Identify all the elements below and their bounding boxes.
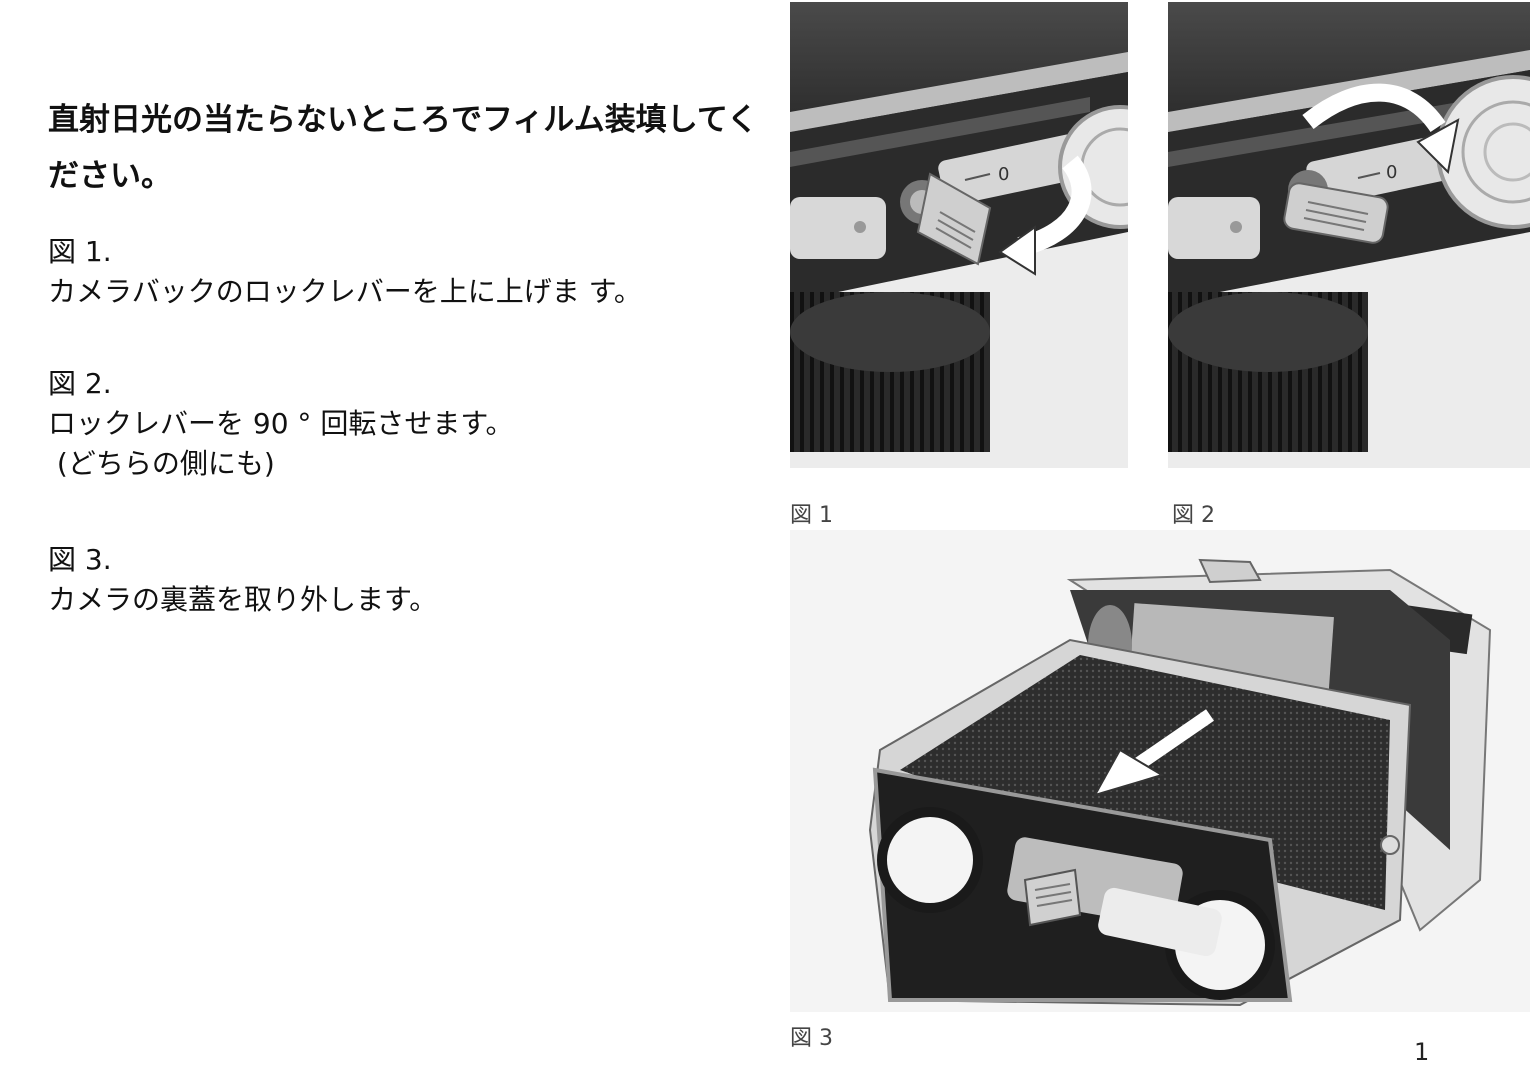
figure-2-image: 0: [1168, 2, 1530, 468]
page-heading: 直射日光の当たらないところでフィルム装填してください。: [48, 102, 758, 194]
step-3-label: 図 3.: [48, 543, 112, 576]
step-3: 図 3. カメラの裏蓋を取り外します。: [48, 540, 768, 620]
step-3-text: カメラの裏蓋を取り外します。: [48, 583, 438, 616]
figure-1-scale-mark: 0: [998, 164, 1009, 185]
figure-3-image: [790, 530, 1530, 1012]
step-2-label: 図 2.: [48, 367, 112, 400]
step-2: 図 2. ロックレバーを 90 ° 回転させます。 (どちらの側にも): [48, 364, 768, 484]
page-number: 1: [1414, 1038, 1430, 1066]
step-1-text: カメラバックのロックレバーを上に上げま す。: [48, 275, 642, 308]
step-1: 図 1. カメラバックのロックレバーを上に上げま す。: [48, 232, 768, 312]
step-2-text: ロックレバーを 90 ° 回転させます。: [48, 407, 514, 440]
figure-2-caption: 図 2: [1172, 503, 1215, 528]
figure-1-image: 0: [790, 2, 1128, 468]
step-1-label: 図 1.: [48, 235, 112, 268]
figure-3-caption: 図 3: [790, 1026, 833, 1051]
figure-1-caption: 図 1: [790, 503, 833, 528]
figure-2-scale-mark: 0: [1386, 162, 1397, 183]
step-2-note: (どちらの側にも): [48, 447, 275, 480]
